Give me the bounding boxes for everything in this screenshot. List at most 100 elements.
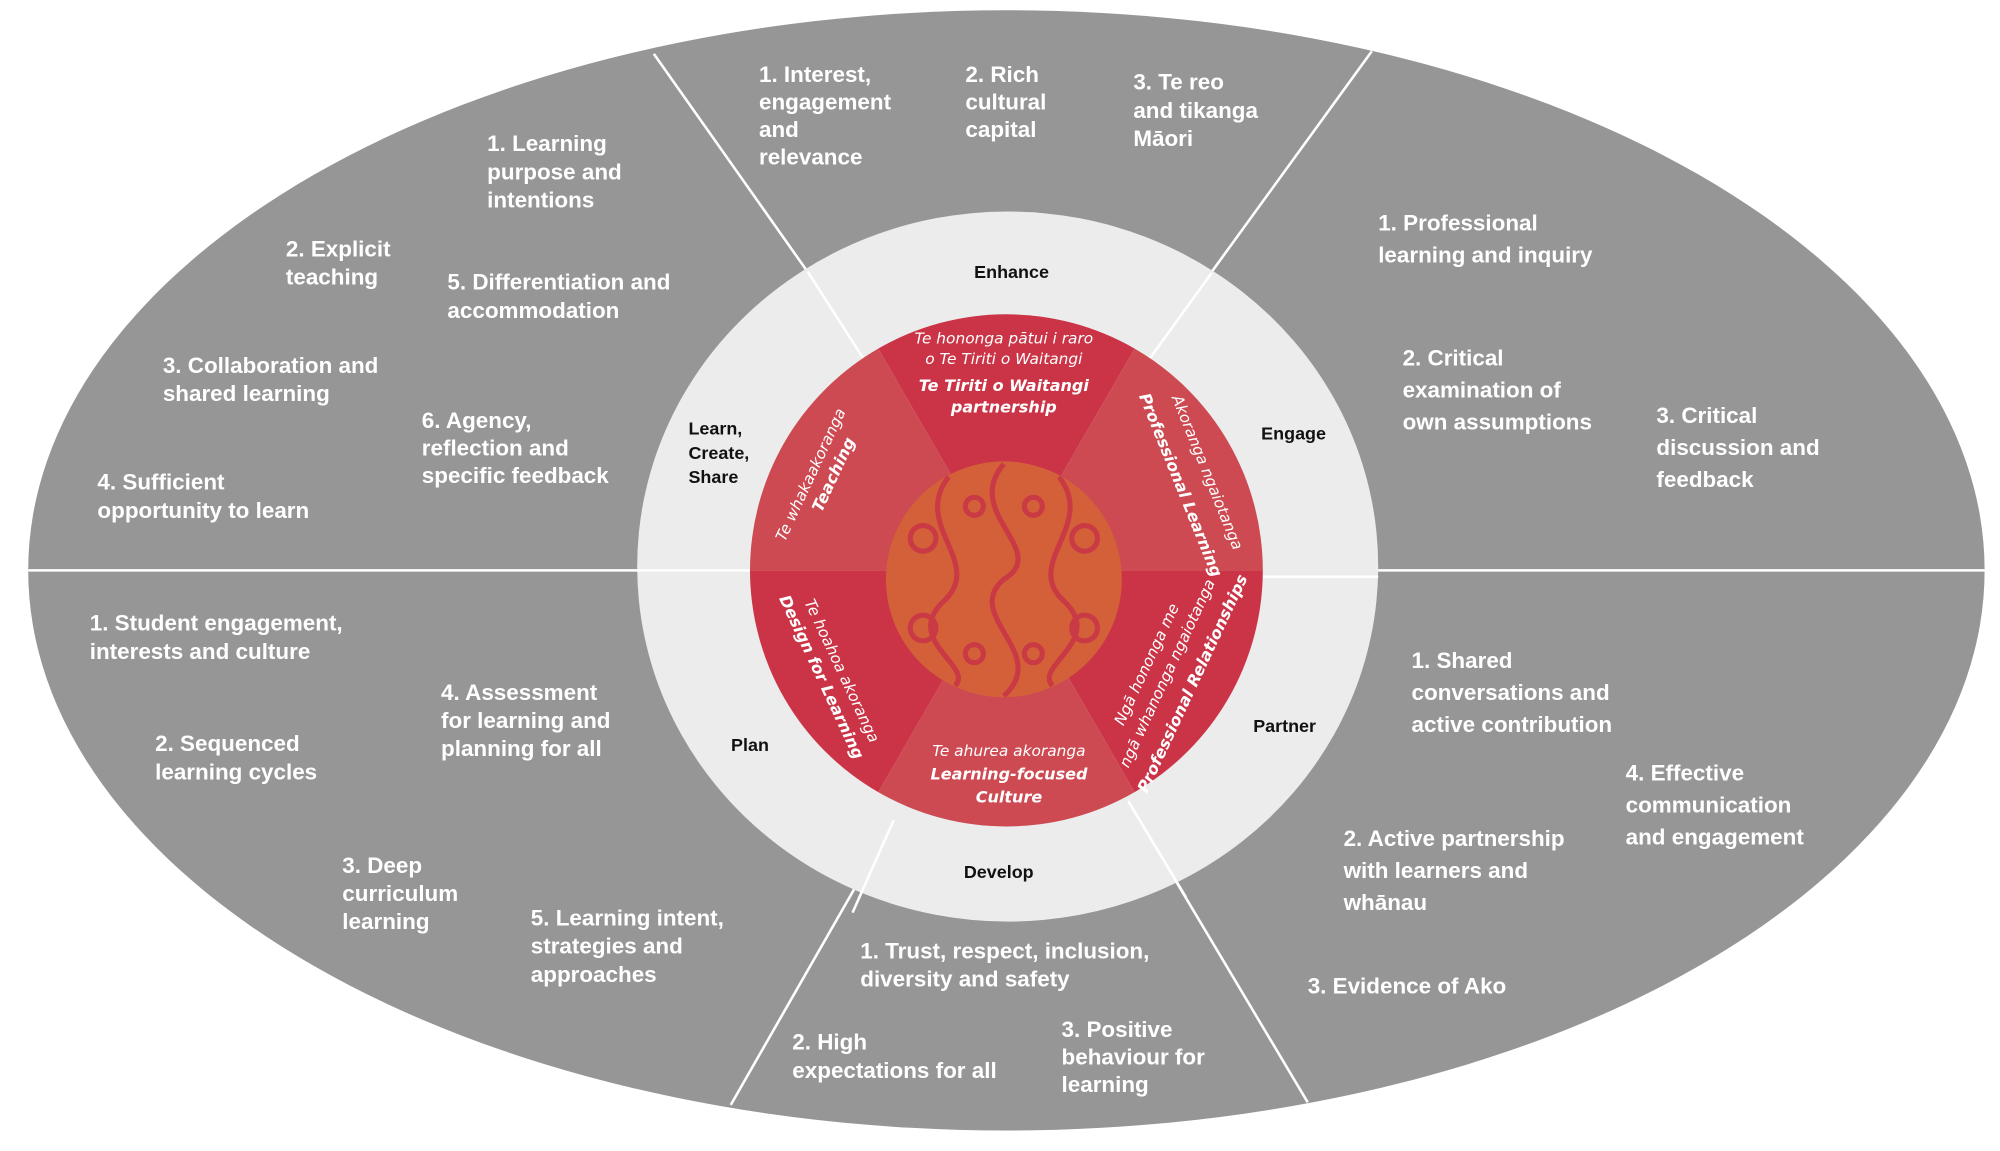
learning-culture-english-1: Learning-focused (931, 764, 1088, 783)
enhance-item-line: relevance (759, 145, 862, 170)
learn-item-5: 5. Differentiation and accommodation (447, 270, 670, 323)
plan-item-line: 2. Sequenced (155, 731, 300, 756)
plan-item-4: 4. Assessment for learning and planning fo… (441, 680, 610, 761)
plan-item-line: 1. Student engagement, (90, 611, 343, 636)
engage-item-line: examination of (1403, 377, 1562, 402)
plan-item-line: learning cycles (155, 759, 317, 784)
te-tiriti-english-1: Te Tiriti o Waitangi (919, 376, 1090, 395)
partner-item-line: and engagement (1626, 825, 1805, 850)
enhance-item-line: capital (965, 117, 1036, 142)
plan-item-line: interests and culture (90, 639, 311, 664)
te-tiriti-maori-2: o Te Tiriti o Waitangi (925, 350, 1083, 368)
engage-item-line: discussion and (1656, 435, 1819, 460)
partner-item-line: conversations and (1412, 680, 1610, 705)
learn-item-1: 1. Learning purpose and intentions (487, 131, 622, 212)
partner-item-4: 4. Effective communication and engagement (1626, 761, 1805, 850)
enhance-item-line: 1. Interest, (759, 62, 871, 87)
learning-culture-english-2: Culture (976, 787, 1043, 806)
learn-item-line: 3. Collaboration and (163, 353, 379, 378)
enhance-item-line: and tikanga (1133, 98, 1258, 123)
sector-learning-culture[interactable] (878, 570, 1135, 827)
engage-item-line: 2. Critical (1403, 345, 1504, 370)
plan-item-line: curriculum (342, 881, 458, 906)
ring-label-create: Create, (688, 443, 749, 463)
ring-label-develop: Develop (964, 862, 1034, 882)
plan-item-line: approaches (531, 962, 657, 987)
partner-item-line: with learners and (1343, 858, 1528, 883)
sector-te-tiriti[interactable] (878, 314, 1135, 571)
learn-item-line: shared learning (163, 381, 330, 406)
te-tiriti-english-2: partnership (950, 398, 1057, 417)
enhance-item-line: Māori (1133, 126, 1193, 151)
ring-label-learn: Learn, (688, 419, 742, 439)
develop-item-line: behaviour for (1062, 1044, 1206, 1069)
partner-item-line: active contribution (1412, 712, 1613, 737)
learning-culture-maori: Te ahurea akoranga (932, 742, 1085, 760)
learn-item-line: 1. Learning (487, 131, 607, 156)
enhance-item-line: 3. Te reo (1133, 70, 1224, 95)
ring-label-share: Share (688, 467, 738, 487)
develop-item-line: learning (1062, 1072, 1149, 1097)
partner-item-line: communication (1626, 793, 1792, 818)
partner-item-line: 3. Evidence of Ako (1308, 973, 1507, 998)
develop-item-line: 1. Trust, respect, inclusion, (860, 939, 1149, 964)
engage-item-line: own assumptions (1403, 409, 1592, 434)
enhance-item-line: cultural (965, 90, 1046, 115)
engage-item-3: 3. Critical discussion and feedback (1656, 403, 1819, 492)
develop-item-line: expectations for all (792, 1058, 996, 1083)
learn-item-2: 2. Explicit teaching (286, 236, 391, 289)
develop-item-1: 1. Trust, respect, inclusion,diversity a… (860, 939, 1149, 992)
learn-item-3: 3. Collaboration and shared learning (163, 353, 379, 406)
develop-item-2: 2. High expectations for all (792, 1030, 996, 1083)
outer-dividers (28, 50, 1988, 1106)
learn-item-line: 2. Explicit (286, 236, 391, 261)
enhance-item-line: engagement (759, 90, 892, 115)
maori-pattern-icon (885, 461, 1122, 698)
enhance-item-line: and (759, 117, 799, 142)
learn-item-line: 4. Sufficient (97, 470, 225, 495)
develop-item-line: 3. Positive (1062, 1017, 1173, 1042)
partner-item-1: 1. Shared conversations and active contrib… (1412, 648, 1613, 737)
plan-item-line: 4. Assessment (441, 680, 598, 705)
partner-item-line: 1. Shared (1412, 648, 1513, 673)
engage-item-line: feedback (1656, 467, 1754, 492)
develop-item-line: 2. High (792, 1030, 867, 1055)
learn-item-line: intentions (487, 188, 594, 213)
enhance-item-line: 2. Rich (965, 62, 1039, 87)
ring-label-engage: Engage (1261, 424, 1326, 444)
partner-item-2: 2. Active partnership with learners and wh… (1343, 826, 1565, 915)
plan-item-2: 2. Sequenced learning cycles (155, 731, 317, 784)
outer-items: 1. Learning purpose and intentions 2. Expli… (90, 62, 1820, 1097)
learn-item-line: 5. Differentiation and (447, 270, 670, 295)
partner-item-line: 4. Effective (1626, 761, 1744, 786)
plan-item-line: learning (342, 909, 429, 934)
learn-item-line: accommodation (447, 298, 619, 323)
plan-item-5: 5. Learning intent,strategies andapproac… (531, 905, 724, 986)
plan-item-line: strategies and (531, 934, 683, 959)
plan-item-line: for learning and (441, 708, 610, 733)
ring-label-plan: Plan (731, 735, 769, 755)
engage-item-line: learning and inquiry (1378, 243, 1593, 268)
learn-item-line: purpose and (487, 159, 622, 184)
learn-item-line: specific feedback (422, 463, 609, 488)
partner-item-line: whānau (1343, 890, 1427, 915)
te-tiriti-maori-1: Te hononga pātui i raro (914, 330, 1093, 348)
learn-item-line: 6. Agency, (422, 408, 532, 433)
ring-label-partner: Partner (1253, 716, 1316, 736)
engage-item-line: 3. Critical (1656, 403, 1757, 428)
partner-item-line: 2. Active partnership (1344, 826, 1565, 851)
learn-item-line: teaching (286, 265, 378, 290)
learn-item-line: reflection and (422, 436, 569, 461)
plan-item-line: planning for all (441, 736, 602, 761)
partner-item-3: 3. Evidence of Ako (1308, 973, 1507, 998)
ring-label-enhance: Enhance (974, 262, 1049, 282)
